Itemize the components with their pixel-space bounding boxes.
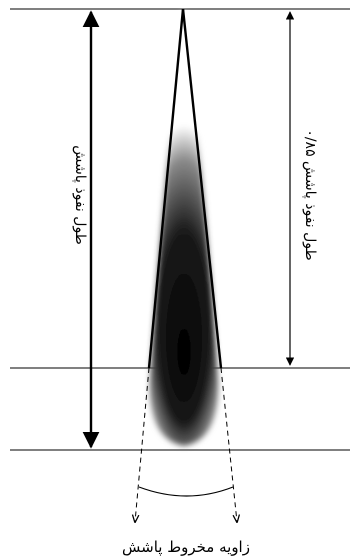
- cone-extension-right: [220, 367, 237, 522]
- spray-cone-left-edge: [147, 8, 185, 369]
- cone-angle-label: زاویه مخروط پاشش: [122, 538, 250, 557]
- spray-plume: [149, 12, 219, 446]
- spray-cone-right-edge: [181, 8, 223, 369]
- penetration-085-label: ۰/۸۵ طول نفوذ پاشش: [302, 129, 318, 260]
- cone-angle-arc: [138, 486, 234, 497]
- cone-extension-left: [135, 367, 150, 522]
- penetration-length-label: طول نفوذ پاشش: [72, 145, 88, 245]
